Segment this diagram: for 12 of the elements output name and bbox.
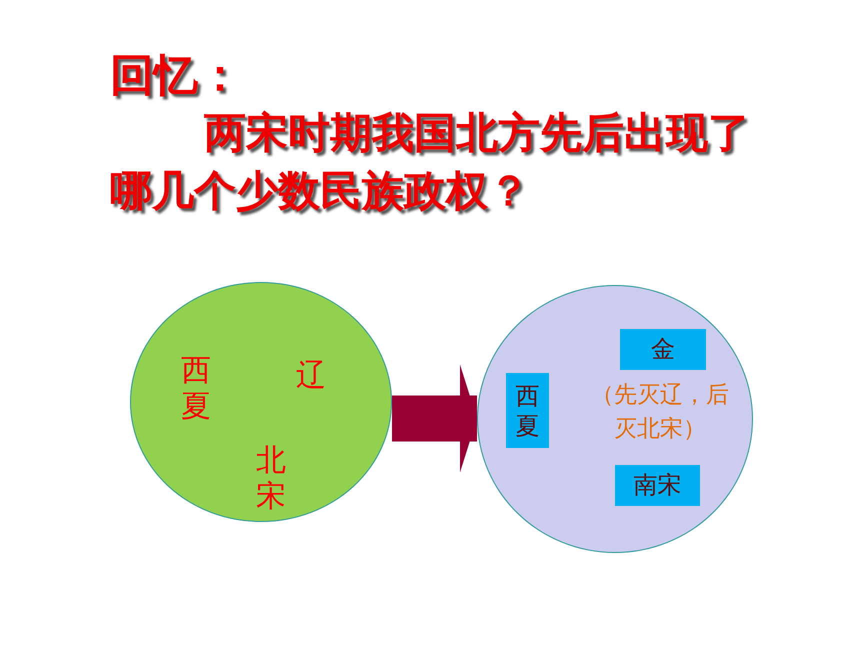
label-box [506,373,549,448]
node-label: 金 [650,334,676,366]
label-box [620,329,706,370]
node-label: 西夏 [181,353,212,425]
heading: 回忆： [110,49,242,103]
note-text: （先灭辽，后灭北宋） [590,381,730,444]
question-text: 两宋时期我国北方先后出现了哪几个少数民族政权？ [110,107,751,217]
node-label: 南宋 [632,470,682,502]
node-label: 西夏 [514,380,540,442]
label-box [615,465,700,506]
node-label: 辽 [296,358,327,394]
node-label: 北宋 [256,443,287,515]
